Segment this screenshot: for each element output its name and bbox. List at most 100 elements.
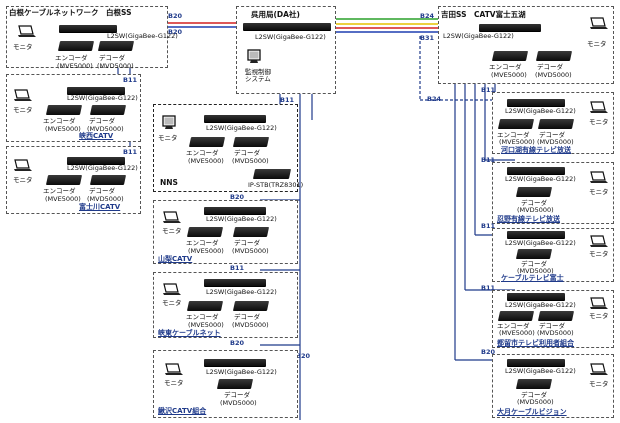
switch-label: L2SW(GigaBee-G122)	[67, 94, 138, 102]
decoder-model: (MVD5000)	[535, 71, 572, 79]
encoder-model: (MVE5000)	[491, 71, 527, 79]
site-caption: 富士川CATV	[79, 203, 121, 211]
hub-title: 呉用局(DA社)	[251, 10, 300, 19]
encoder-model: (MVE5000)	[45, 125, 81, 133]
monitor-icon	[162, 209, 182, 225]
link-label: B11	[481, 284, 495, 292]
encoder-device	[497, 119, 535, 129]
site-box: L2SW(GigaBee-G122) モニタ デコーダ (MVD5000) 鰍沢…	[153, 350, 298, 418]
encoder-label: エンコーダ	[186, 149, 219, 157]
monitor-label: モニタ	[589, 250, 609, 258]
monitor-label: モニタ	[587, 40, 607, 48]
switch-label: L2SW(GigaBee-G122)	[505, 239, 576, 247]
switch-label: L2SW(GigaBee-G122)	[206, 288, 277, 296]
monitor-icon	[160, 115, 180, 131]
decoder-device	[89, 175, 127, 185]
switch-label: L2SW(GigaBee-G122)	[206, 124, 277, 132]
switch-label: L2SW(GigaBee-G122)	[505, 301, 576, 309]
switch-label: L2SW(GigaBee-G122)	[505, 107, 576, 115]
decoder-model: (MVD5000)	[232, 157, 269, 165]
encoder-label: エンコーダ	[489, 63, 522, 71]
switch-device	[507, 293, 565, 301]
site-box: B11 L2SW(GigaBee-G122) モニタ エンコーダ (MVE500…	[481, 87, 614, 154]
switch-device	[59, 25, 117, 33]
decoder-device	[537, 119, 575, 129]
encoder-label: エンコーダ	[186, 239, 219, 247]
switch-device	[507, 231, 565, 239]
switch-label: L2SW(GigaBee-G122)	[206, 215, 277, 223]
decoder-label: デコーダ	[537, 63, 563, 71]
encoder-model: (MVE5000)	[188, 321, 224, 329]
decoder-device	[515, 379, 553, 389]
decoder-device	[515, 187, 553, 197]
encoder-model: (MVE5000)	[57, 62, 93, 70]
backbone-label: B20	[168, 12, 182, 20]
monitor-icon	[17, 23, 37, 39]
decoder-model: (MVD5000)	[87, 125, 124, 133]
monitor-label: モニタ	[13, 43, 33, 51]
decoder-device	[232, 301, 270, 311]
encoder-model: (MVE5000)	[499, 329, 535, 337]
decoder-label: デコーダ	[234, 149, 260, 157]
switch-label: L2SW(GigaBee-G122)	[67, 164, 138, 172]
link-label: B20	[230, 193, 244, 201]
decoder-label: デコーダ	[521, 391, 547, 399]
decoder-device	[515, 249, 553, 259]
encoder-device	[57, 41, 95, 51]
decoder-device	[232, 137, 270, 147]
link-label: B11	[230, 264, 244, 272]
decoder-label: デコーダ	[224, 391, 250, 399]
site-title: 吉田SS CATV富士五湖	[441, 10, 526, 19]
decoder-model: (MVD5000)	[517, 398, 554, 406]
monitor-icon	[13, 87, 33, 103]
decoder-model: (MVD5000)	[517, 267, 554, 275]
switch-device	[67, 157, 125, 165]
link-label: B20	[296, 352, 310, 360]
encoder-label: エンコーダ	[497, 131, 530, 139]
monitor-label: モニタ	[162, 299, 182, 307]
stb-label: IP-STB(TRZ8301)	[248, 181, 304, 189]
link-label: B11	[481, 222, 495, 230]
site-caption: 河口湖有線テレビ放送	[501, 146, 571, 154]
site-box: B11 L2SW(GigaBee-G122) モニタ エンコーダ (MVE500…	[6, 74, 141, 142]
site-box: L2SW(GigaBee-G122) モニタ エンコーダ (MVE5000) デ…	[153, 200, 298, 264]
site-caption: ケーブルテレビ富士	[501, 274, 564, 282]
decoder-label: デコーダ	[521, 199, 547, 207]
site-caption: 忍野有線テレビ放送	[497, 215, 560, 223]
decoder-label: デコーダ	[234, 239, 260, 247]
site-box: 白根ケーブルネットワーク 白根SS L2SW(GigaBee-G122) モニタ…	[6, 6, 178, 70]
encoder-device	[188, 137, 226, 147]
backbone-label: B31	[420, 34, 434, 42]
switch-device	[243, 23, 331, 31]
switch-label: L2SW(GigaBee-G122)	[107, 32, 178, 40]
decoder-label: デコーダ	[89, 117, 115, 125]
switch-device	[507, 359, 565, 367]
encoder-device	[45, 175, 83, 185]
monitor-icon	[164, 361, 184, 377]
encoder-device	[186, 301, 224, 311]
switch-label: L2SW(GigaBee-G122)	[206, 368, 277, 376]
monitor-icon	[589, 99, 609, 115]
site-caption: NNS	[160, 178, 178, 187]
decoder-label: デコーダ	[521, 260, 547, 268]
site-box: B11 L2SW(GigaBee-G122) モニタ デコーダ (MVD5000…	[481, 157, 614, 224]
link-label: B11	[123, 76, 137, 84]
monitor-label: モニタ	[164, 379, 184, 387]
decoder-device	[535, 51, 573, 61]
decoder-device	[216, 379, 254, 389]
switch-label: L2SW(GigaBee-G122)	[443, 32, 514, 40]
encoder-label: エンコーダ	[55, 54, 88, 62]
switch-device	[204, 115, 266, 123]
decoder-device	[97, 41, 135, 51]
switch-device	[67, 87, 125, 95]
decoder-model: (MVD5000)	[220, 399, 257, 407]
decoder-label: デコーダ	[234, 313, 260, 321]
site-box: B11 L2SW(GigaBee-G122) モニタ エンコーダ (MVE500…	[6, 146, 141, 214]
monitor-label: モニタ	[162, 227, 182, 235]
backbone-label: B24	[427, 95, 441, 103]
switch-device	[204, 207, 266, 215]
monitor-icon	[13, 157, 33, 173]
site-caption: 都留市テレビ利用者組合	[497, 339, 574, 347]
encoder-label: エンコーダ	[43, 187, 76, 195]
switch-device	[507, 99, 565, 107]
